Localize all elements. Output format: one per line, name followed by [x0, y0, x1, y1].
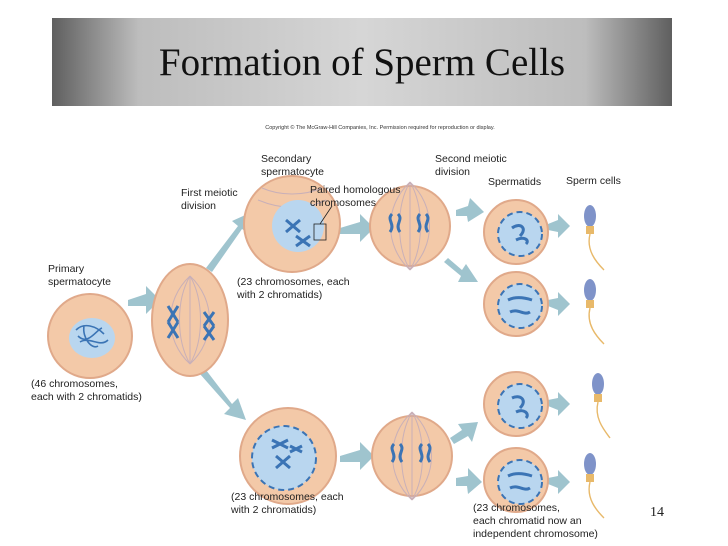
- label-final-chromosome-count: (23 chromosomes, each chromatid now an i…: [473, 502, 598, 540]
- label-primary-chromosome-count: (46 chromosomes, each with 2 chromatids): [31, 378, 142, 403]
- page-number: 14: [650, 505, 664, 520]
- arrow-to-sperm-3: [548, 392, 570, 416]
- label-first-meiotic-division: First meiotic division: [181, 187, 238, 212]
- title-banner: [52, 18, 672, 106]
- sperm-cell-1: [584, 205, 605, 271]
- secondary-spermatocyte-top-cell: [243, 175, 341, 273]
- arrow-to-sperm-2: [548, 292, 570, 316]
- copyright-notice: Copyright © The McGraw-Hill Companies, I…: [265, 125, 495, 131]
- arrow-spermatid-2: [444, 258, 478, 282]
- spermatid-3: [483, 371, 549, 437]
- secondary-spermatocyte-bottom-cell: [239, 407, 337, 505]
- spermatid-1: [483, 199, 549, 265]
- label-primary-spermatocyte: Primary spermatocyte: [48, 263, 112, 288]
- sperm-cell-3: [592, 373, 611, 439]
- arrow-spermatid-4: [456, 468, 482, 494]
- arrow-spermatid-3: [450, 422, 478, 444]
- arrow-to-second-div-top: [340, 214, 374, 242]
- label-sperm-cells: Sperm cells: [566, 175, 621, 187]
- second-meiotic-division-bottom-cell: [371, 411, 453, 501]
- sperm-cell-4: [584, 453, 605, 519]
- arrow-to-sperm-1: [548, 214, 570, 238]
- first-meiotic-division-cell: [151, 263, 229, 377]
- spermatid-4: [483, 447, 549, 513]
- label-spermatids: Spermatids: [488, 176, 542, 188]
- arrow-to-second-div-bottom: [340, 442, 374, 470]
- sperm-cell-2: [584, 279, 605, 345]
- label-second-meiotic-division: Second meiotic division: [435, 153, 507, 178]
- arrow-to-secondary-top: [206, 212, 252, 272]
- slide-title: Formation of Sperm Cells: [158, 41, 566, 84]
- arrow-to-sperm-4: [548, 470, 570, 494]
- second-meiotic-division-top-cell: [369, 181, 451, 271]
- arrow-spermatid-1: [456, 198, 484, 222]
- label-secondary-spermatocyte: Secondary spermatocyte: [261, 153, 325, 178]
- arrow-to-secondary-bottom: [200, 370, 246, 420]
- spermatid-2: [483, 271, 549, 337]
- primary-spermatocyte-cell: [47, 293, 133, 379]
- progression-arrows: [128, 198, 570, 494]
- label-paired-homologous-chromosomes: Paired homologous chromosomes: [310, 184, 401, 209]
- label-secondary-top-count: (23 chromosomes, each with 2 chromatids): [237, 276, 350, 301]
- label-secondary-bottom-count: (23 chromosomes, each with 2 chromatids): [231, 491, 344, 516]
